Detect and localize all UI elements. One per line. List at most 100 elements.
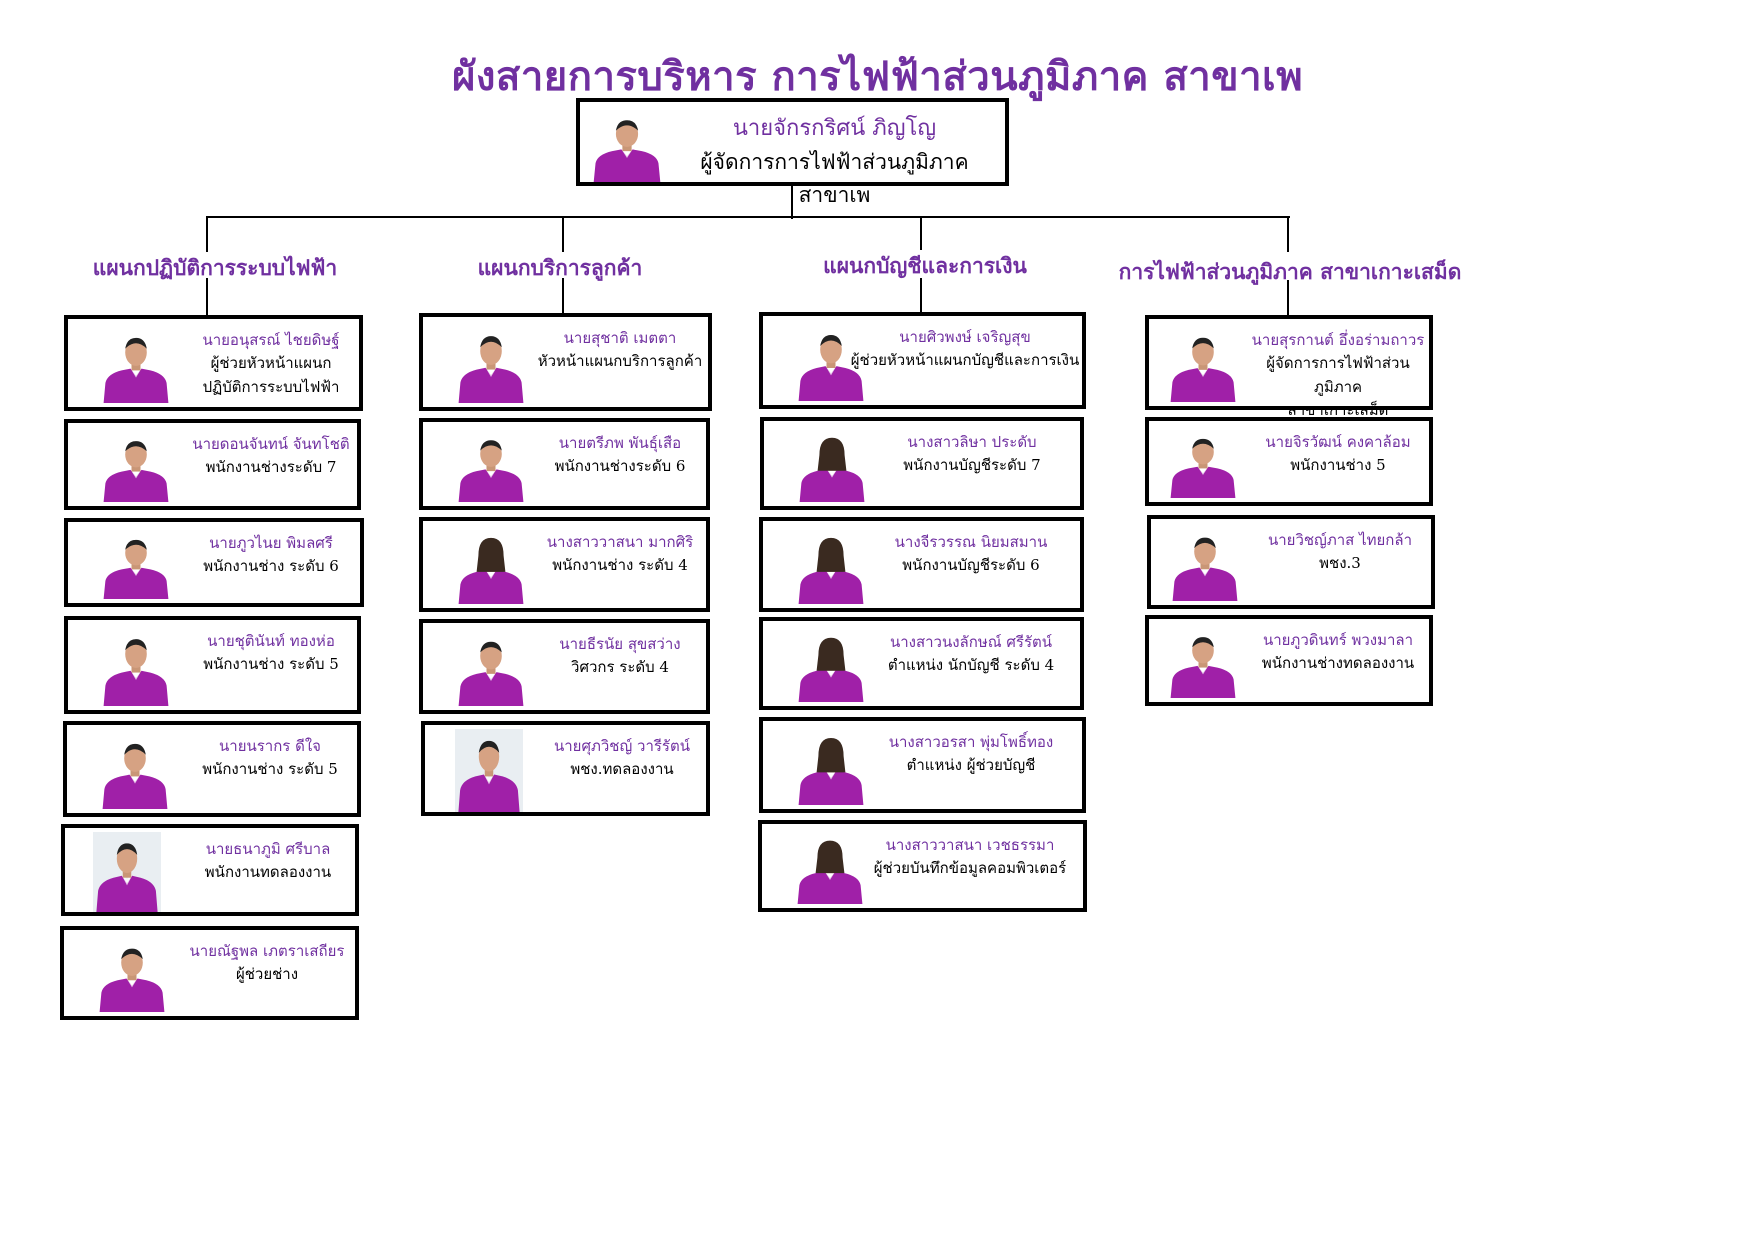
staff-text: นายดอนจันทน์ จันทโชติพนักงานช่างระดับ 7 (186, 433, 356, 480)
staff-name: นายตรีภพ พันธุ์เสือ (558, 434, 682, 452)
staff-card: นายสุรกานต์ อึ่งอร่ามถาวรผู้จัดการการไฟฟ… (1145, 315, 1433, 419)
staff-card: นายภูวดินทร์ พวงมาลาพนักงานช่างทดลองงาน (1145, 615, 1433, 706)
staff-text: นายณัฐพล เภตราเสถียรผู้ช่วยช่าง (182, 940, 352, 987)
staff-position: พนักงานบัญชีระดับ 6 (902, 556, 1040, 575)
staff-text: นายสุรกานต์ อึ่งอร่ามถาวรผู้จัดการการไฟฟ… (1245, 329, 1431, 422)
staff-name: นายภูวไนย พิมลศรี (209, 534, 333, 552)
staff-position: ผู้ช่วยหัวหน้าแผนกบัญชีและการเงิน (850, 351, 1080, 370)
staff-position: พนักงานช่าง 5 (1290, 456, 1386, 475)
connector-dept-3-lower (920, 278, 922, 313)
person-photo (455, 529, 527, 604)
staff-name: นายนรากร ดีใจ (219, 737, 321, 755)
staff-text: นายชุตินันท์ ทองห่อพนักงานช่าง ระดับ 5 (186, 630, 356, 677)
staff-card: นายนรากร ดีใจพนักงานช่าง ระดับ 5 (63, 721, 361, 817)
person-photo (455, 631, 527, 706)
staff-name: นายศุภวิชญ์ วารีรัตน์ (554, 737, 690, 755)
staff-text: นายศิวพงษ์ เจริญสุขผู้ช่วยหัวหน้าแผนกบัญ… (847, 326, 1083, 373)
staff-name: นายจิรวัฒน์ คงคาล้อม (1265, 433, 1411, 451)
staff-position: ผู้ช่วยบันทึกข้อมูลคอมพิวเตอร์ (873, 859, 1067, 878)
staff-card: นายณัฐพล เภตราเสถียรผู้ช่วยช่าง (60, 926, 359, 1020)
person-photo (795, 629, 867, 702)
staff-text: นางสาววาสนา เวชธรรมาผู้ช่วยบันทึกข้อมูลค… (856, 834, 1084, 881)
staff-card: นางจีรวรรณ นิยมสมานพนักงานบัญชีระดับ 6 (759, 517, 1084, 612)
connector-head (791, 186, 793, 219)
staff-card: นางสาวอรสา พุ่มโพธิ์ทองตำแหน่ง ผู้ช่วยบั… (759, 717, 1086, 813)
staff-card: นายภูวไนย พิมลศรีพนักงานช่าง ระดับ 6 (64, 518, 364, 607)
staff-position: พนักงานทดลองงาน (204, 863, 332, 882)
staff-card: นายตรีภพ พันธุ์เสือพนักงานช่างระดับ 6 (419, 418, 710, 510)
staff-position: พนักงานช่างระดับ 7 (205, 458, 337, 477)
person-photo (1167, 327, 1239, 402)
department-heading: การไฟฟ้าส่วนภูมิภาค สาขาเกาะเสม็ด (1118, 260, 1462, 284)
staff-position: วิศวกร ระดับ 4 (571, 658, 669, 677)
staff-position: พนักงานช่าง ระดับ 4 (552, 556, 688, 575)
connector-dept-1 (206, 216, 208, 252)
person-photo (100, 628, 172, 706)
staff-position: พนักงานช่าง ระดับ 6 (203, 557, 339, 576)
person-photo (1169, 527, 1241, 601)
staff-position: พนักงานช่าง ระดับ 5 (202, 760, 338, 779)
staff-name: นางจีรวรรณ นิยมสมาน (894, 533, 1048, 551)
staff-name: นายศิวพงษ์ เจริญสุข (899, 328, 1031, 346)
staff-card: นางสาววาสนา เวชธรรมาผู้ช่วยบันทึกข้อมูลค… (758, 820, 1087, 912)
staff-text: นายวิชญ์ภาส ไทยกล้าพชง.3 (1247, 529, 1433, 576)
staff-card: นายชุตินันท์ ทองห่อพนักงานช่าง ระดับ 5 (64, 616, 361, 714)
head-text: นายจักรกริศน์ ภิญโญผู้จัดการการไฟฟ้าส่วน… (672, 112, 997, 211)
staff-text: นายตรีภพ พันธุ์เสือพนักงานช่างระดับ 6 (535, 432, 705, 479)
staff-text: นายศุภวิชญ์ วารีรัตน์พชง.ทดลองงาน (537, 735, 707, 782)
staff-name: นายอนุสรณ์ ไชยดิษฐ์ (202, 331, 340, 349)
staff-name: นางสาวอรสา พุ่มโพธิ์ทอง (888, 733, 1054, 751)
department-heading: แผนกบัญชีและการเงิน (823, 254, 1027, 278)
department-heading: แผนกบริการลูกค้า (477, 256, 643, 280)
staff-card: นายศิวพงษ์ เจริญสุขผู้ช่วยหัวหน้าแผนกบัญ… (759, 312, 1086, 409)
staff-position: พนักงานช่างทดลองงาน (1261, 654, 1415, 673)
person-photo (100, 327, 172, 403)
staff-text: นางจีรวรรณ นิยมสมานพนักงานบัญชีระดับ 6 (857, 531, 1085, 578)
staff-card: นายจิรวัฒน์ คงคาล้อมพนักงานช่าง 5 (1145, 417, 1433, 506)
staff-card: นายธีรนัย สุขสว่างวิศวกร ระดับ 4 (419, 619, 710, 714)
staff-text: นายธีรนัย สุขสว่างวิศวกร ระดับ 4 (535, 633, 705, 680)
staff-card: นายอนุสรณ์ ไชยดิษฐ์ผู้ช่วยหัวหน้าแผนกปฏิ… (64, 315, 363, 411)
staff-card: นายวิชญ์ภาส ไทยกล้าพชง.3 (1147, 515, 1435, 609)
staff-text: นายภูวดินทร์ พวงมาลาพนักงานช่างทดลองงาน (1245, 629, 1431, 676)
staff-text: นายธนาภูมิ ศรีบาลพนักงานทดลองงาน (183, 838, 353, 885)
staff-name: นายชุตินันท์ ทองห่อ (207, 632, 335, 650)
staff-card: นายสุชาติ เมตตาหัวหน้าแผนกบริการลูกค้า (419, 313, 712, 411)
staff-name: นายวิชญ์ภาส ไทยกล้า (1267, 531, 1412, 549)
person-photo (93, 832, 161, 912)
staff-position: พชง.ทดลองงาน (570, 760, 674, 779)
head-name: นายจักรกริศน์ ภิญโญ (732, 116, 937, 141)
staff-text: นางสาวอรสา พุ่มโพธิ์ทองตำแหน่ง ผู้ช่วยบั… (857, 731, 1085, 778)
staff-card: นายธนาภูมิ ศรีบาลพนักงานทดลองงาน (61, 824, 359, 916)
staff-position: หัวหน้าแผนกบริการลูกค้า (537, 352, 703, 371)
person-photo (794, 832, 866, 904)
staff-position: ตำแหน่ง นักบัญชี ระดับ 4 (887, 656, 1055, 675)
person-photo (100, 431, 172, 502)
connector-dept-4-lower (1287, 280, 1289, 318)
person-photo (795, 324, 867, 401)
person-photo (455, 430, 527, 502)
person-photo (795, 529, 867, 604)
staff-card: นางสาวลิษา ประดับพนักงานบัญชีระดับ 7 (760, 417, 1084, 510)
connector-dept-2-lower (562, 278, 564, 314)
connector-dept-4 (1287, 216, 1289, 252)
head-position: ผู้จัดการการไฟฟ้าส่วนภูมิภาค สาขาเพ (700, 150, 969, 207)
staff-name: นายสุรกานต์ อึ่งอร่ามถาวร (1251, 331, 1425, 349)
person-photo (96, 938, 168, 1012)
staff-name: นางสาวลิษา ประดับ (907, 433, 1037, 451)
staff-position: พนักงานช่าง ระดับ 5 (203, 655, 339, 674)
chart-title: ผังสายการบริหาร การไฟฟ้าส่วนภูมิภาค สาขา… (451, 54, 1304, 100)
staff-text: นายนรากร ดีใจพนักงานช่าง ระดับ 5 (185, 735, 355, 782)
staff-text: นายสุชาติ เมตตาหัวหน้าแผนกบริการลูกค้า (535, 327, 705, 374)
staff-position: พนักงานช่างระดับ 6 (554, 457, 686, 476)
person-photo (1167, 429, 1239, 498)
person-photo (1167, 627, 1239, 698)
staff-text: นายอนุสรณ์ ไชยดิษฐ์ผู้ช่วยหัวหน้าแผนกปฏิ… (186, 329, 356, 399)
staff-name: นางสาววาสนา เวชธรรมา (885, 836, 1055, 854)
department-heading: แผนกปฏิบัติการระบบไฟฟ้า (92, 256, 338, 280)
staff-position: พชง.3 (1319, 554, 1361, 573)
staff-name: นายณัฐพล เภตราเสถียร (189, 942, 345, 960)
staff-name: นายธีรนัย สุขสว่าง (559, 635, 681, 653)
person-photo (455, 729, 523, 812)
